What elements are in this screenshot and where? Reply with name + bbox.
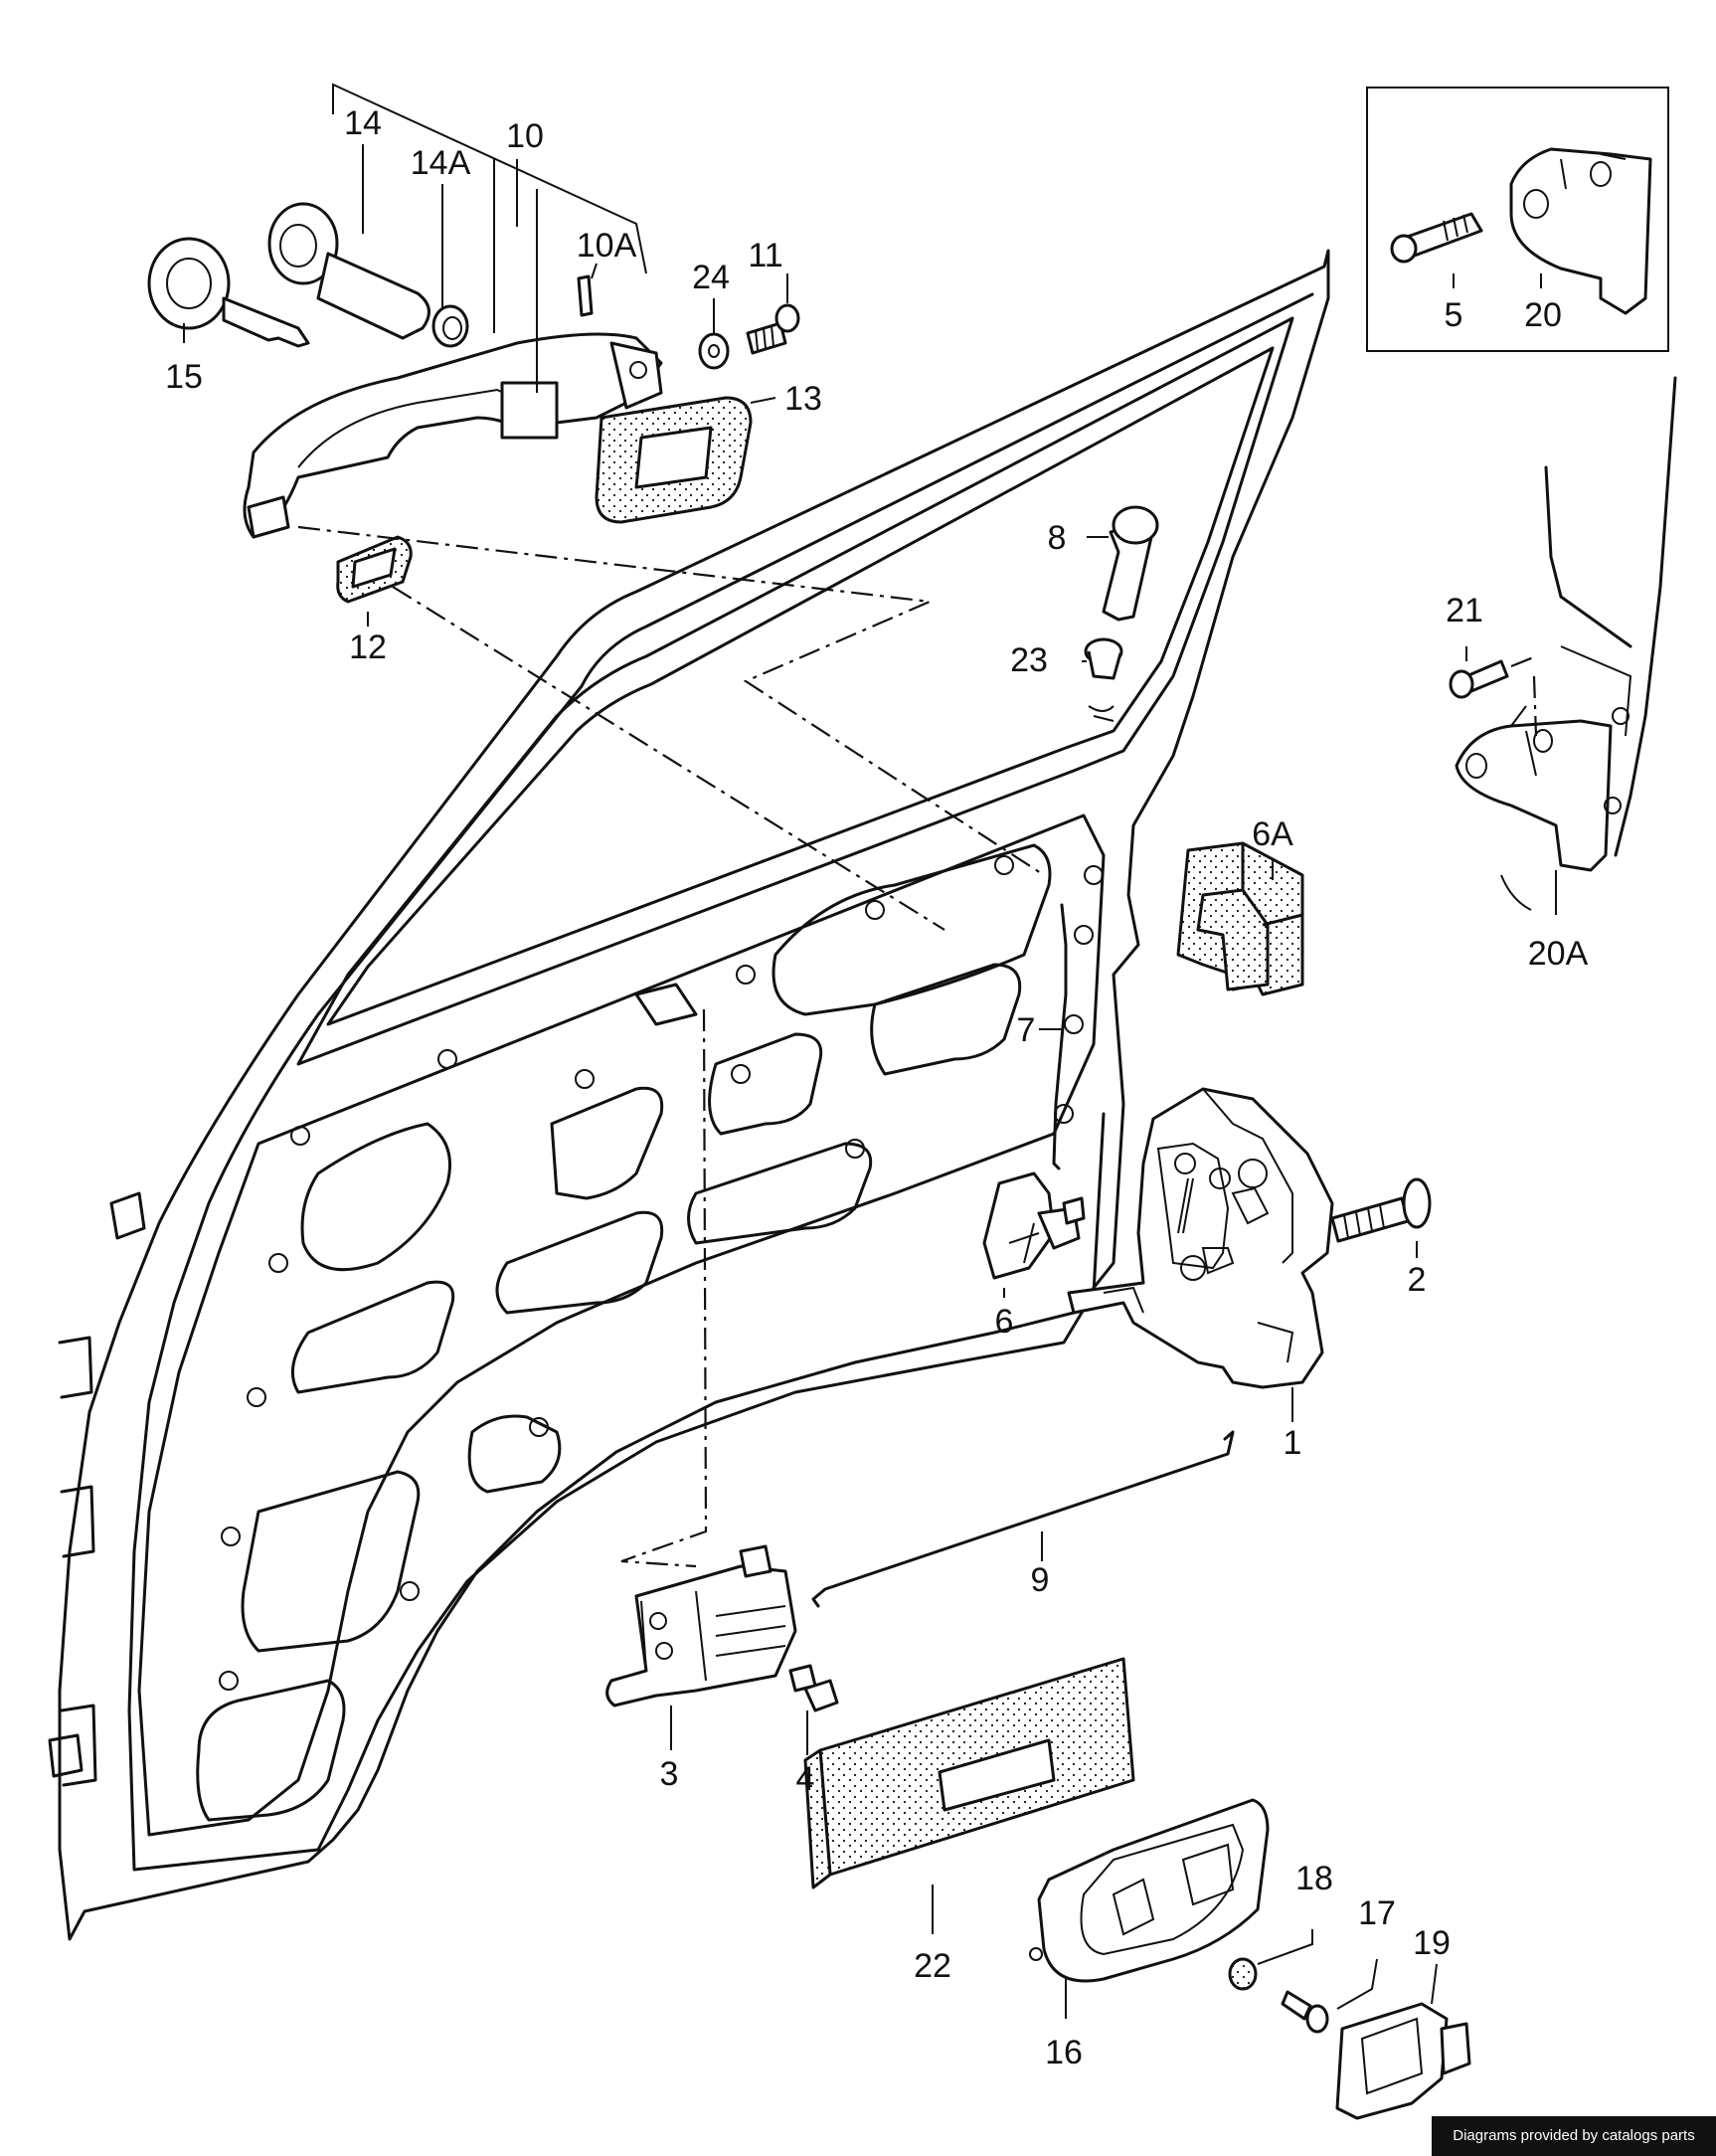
label-17: 17 bbox=[1358, 1894, 1396, 1932]
alignment-line bbox=[392, 586, 945, 931]
washer-part-18 bbox=[1228, 1957, 1258, 1991]
label-2: 2 bbox=[1408, 1261, 1427, 1299]
foam-block-part-6a bbox=[1176, 841, 1304, 996]
cover-part-19 bbox=[1335, 2002, 1471, 2120]
alignment-line bbox=[297, 525, 1045, 876]
outer-handle-part-10 bbox=[243, 332, 663, 539]
label-4: 4 bbox=[796, 1760, 815, 1798]
gasket-part-12 bbox=[336, 535, 413, 604]
label-18: 18 bbox=[1295, 1860, 1333, 1897]
seal-ring-part-14a bbox=[431, 304, 469, 348]
lock-actuator-part-6 bbox=[982, 1171, 1086, 1280]
screw-part-11 bbox=[746, 303, 800, 355]
label-20: 20 bbox=[1524, 296, 1562, 334]
bolt-part-4 bbox=[788, 1664, 839, 1712]
label-14a: 14A bbox=[411, 144, 471, 182]
inset-box bbox=[1366, 87, 1669, 352]
washer-part-24 bbox=[698, 332, 730, 370]
label-7: 7 bbox=[1017, 1011, 1036, 1049]
screw-part-21 bbox=[1449, 654, 1537, 699]
label-11: 11 bbox=[748, 237, 782, 274]
label-9: 9 bbox=[1031, 1561, 1050, 1599]
label-22: 22 bbox=[914, 1947, 951, 1985]
screw-part-2 bbox=[1330, 1177, 1432, 1243]
label-10a: 10A bbox=[577, 227, 637, 265]
label-15: 15 bbox=[165, 358, 203, 396]
label-20a: 20A bbox=[1528, 935, 1589, 973]
hinge-part-20a bbox=[1455, 376, 1677, 911]
label-21: 21 bbox=[1446, 592, 1483, 629]
rod-part-9 bbox=[811, 1430, 1235, 1608]
handle-bracket-part-3 bbox=[605, 1544, 797, 1707]
foam-pad-part-22 bbox=[803, 1657, 1135, 1889]
door-lock-part-1 bbox=[1067, 1087, 1334, 1389]
door-shell bbox=[48, 249, 1330, 1941]
pin-part-10a bbox=[577, 274, 594, 317]
screw-part-17 bbox=[1281, 1990, 1329, 2034]
label-8: 8 bbox=[1048, 519, 1067, 557]
label-16: 16 bbox=[1045, 2034, 1083, 2071]
handle-trim-part-16 bbox=[1029, 1798, 1270, 1983]
hinge-part-20 bbox=[1509, 147, 1652, 315]
label-6a: 6A bbox=[1252, 815, 1293, 853]
label-23: 23 bbox=[1010, 641, 1048, 679]
grommet-part-23 bbox=[1084, 637, 1123, 722]
label-24: 24 bbox=[692, 259, 730, 296]
hinge-pin-part-5 bbox=[1390, 212, 1483, 264]
label-14: 14 bbox=[344, 104, 382, 142]
credit-banner: Diagrams provided by catalogs parts bbox=[1432, 2116, 1716, 2156]
label-3: 3 bbox=[660, 1755, 679, 1793]
lock-rod-part-7 bbox=[1052, 903, 1068, 1170]
label-6: 6 bbox=[995, 1303, 1014, 1341]
label-19: 19 bbox=[1413, 1924, 1451, 1962]
label-13: 13 bbox=[784, 380, 822, 418]
alignment-line bbox=[1532, 675, 1538, 737]
label-5: 5 bbox=[1445, 296, 1463, 334]
lock-button-part-8 bbox=[1102, 505, 1159, 622]
part-labels: 1 2 3 4 5 6 6A 7 8 9 10 10A 11 12 13 14 … bbox=[165, 104, 1588, 2071]
leader-lines bbox=[183, 83, 1557, 2019]
label-10: 10 bbox=[506, 117, 544, 155]
alignment-line bbox=[620, 1008, 708, 1568]
label-1: 1 bbox=[1284, 1424, 1302, 1462]
label-12: 12 bbox=[349, 629, 387, 666]
lock-cylinder-part-14 bbox=[267, 202, 430, 340]
key-part-15 bbox=[147, 237, 310, 348]
